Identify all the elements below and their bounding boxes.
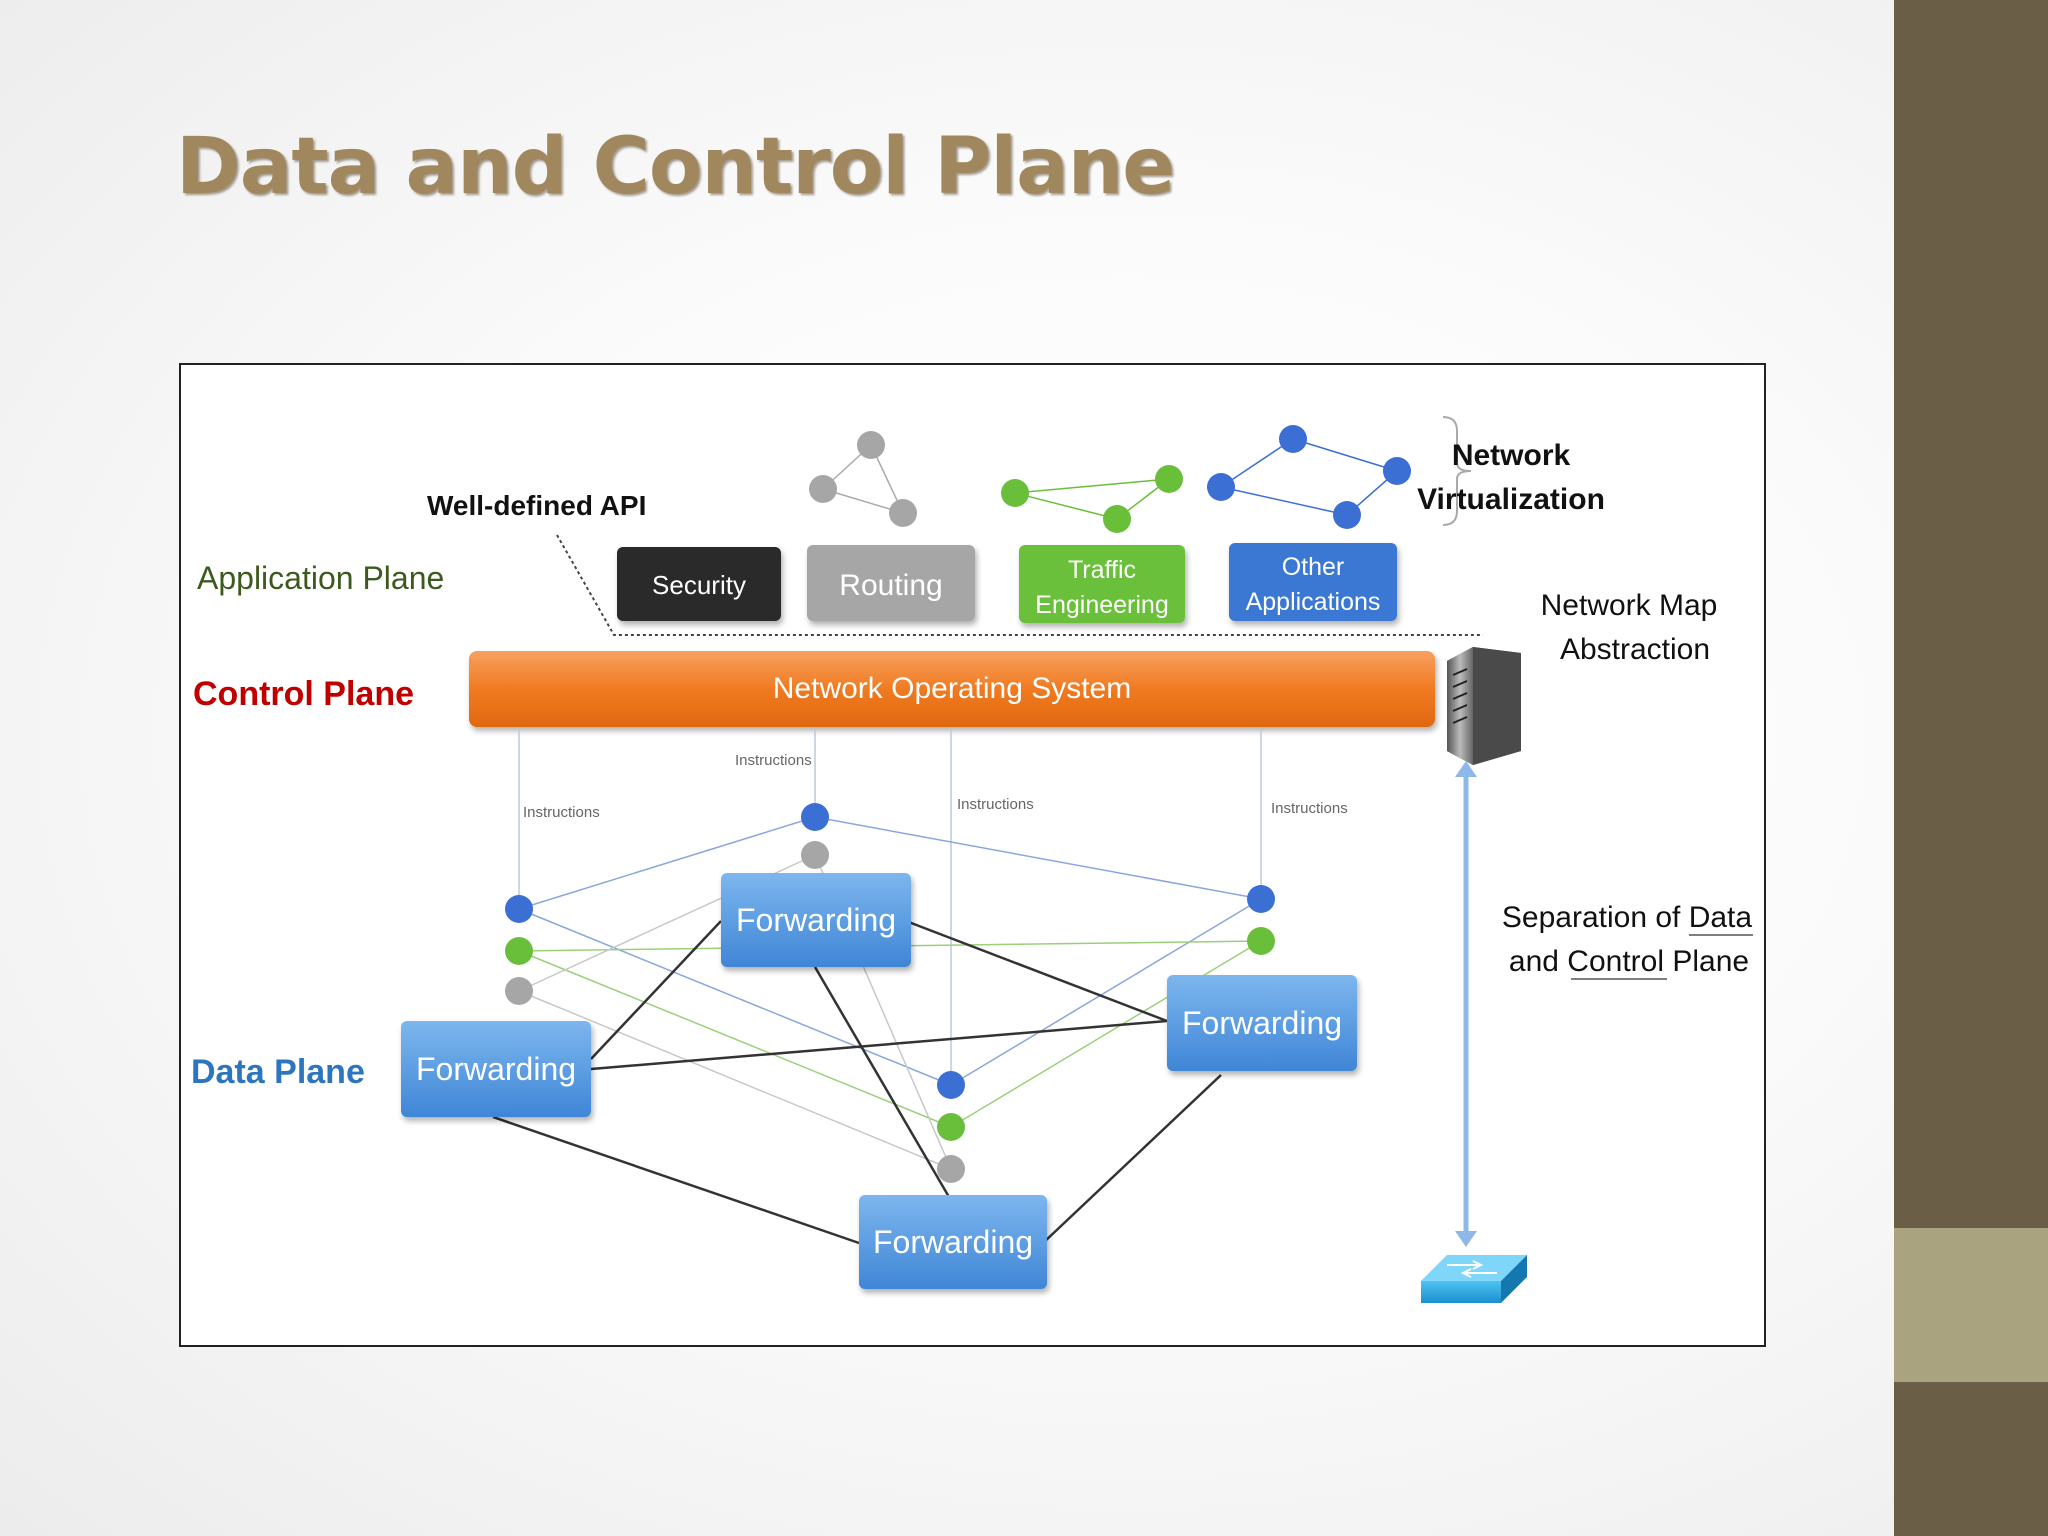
routing-graph-node [857,431,885,459]
instructions-label: Instructions [523,804,600,821]
virtual-node-green [505,937,533,965]
forwarding-label: Forwarding [416,1051,576,1087]
virtual-node-blue [1247,885,1275,913]
routing-graph-node [809,475,837,503]
data-plane-label: Data Plane [191,1053,365,1091]
routing-graph [809,431,917,527]
routing-app-label: Routing [839,569,942,602]
network-map-label-1: Network Map [1541,589,1718,622]
slide-title: Data and Control Plane [176,122,1175,212]
virtual-node-gray [801,841,829,869]
traffic-engineering-app[interactable]: Traffic Engineering [1019,545,1185,623]
instructions-label: Instructions [957,796,1034,813]
other-graph [1207,425,1411,529]
instructions-label: Instructions [1271,800,1348,817]
physical-links [492,919,1222,1245]
separation-arrow [1455,761,1477,1247]
diagram-frame: Well-defined API Application Plane Contr… [179,363,1766,1347]
virtual-overlay-lines [518,816,1262,1170]
separation-label-2: and Control Plane [1509,945,1749,978]
sdn-diagram: Well-defined API Application Plane Contr… [191,416,1753,1303]
routing-app[interactable]: Routing [807,545,975,621]
forwarding-box-left[interactable]: Forwarding [401,1021,591,1117]
traffic-app-label-2: Engineering [1035,591,1168,619]
other-graph-node [1383,457,1411,485]
instructions-label: Instructions [735,752,812,769]
api-dotted-line [556,534,1483,636]
server-icon [1447,647,1521,765]
instruction-lines [518,729,1262,1085]
virtual-node-blue [505,895,533,923]
other-graph-node [1207,473,1235,501]
virtual-node-green [1247,927,1275,955]
network-virtualization-label-1: Network [1452,439,1571,472]
well-defined-api-label: Well-defined API [427,490,646,521]
forwarding-box-right[interactable]: Forwarding [1167,975,1357,1071]
virtual-node-gray [505,977,533,1005]
forwarding-box-bottom[interactable]: Forwarding [859,1195,1047,1289]
switch-icon [1421,1255,1527,1303]
control-plane-label: Control Plane [193,675,414,713]
traffic-app-label-1: Traffic [1068,556,1136,584]
network-operating-system[interactable]: Network Operating System [469,651,1435,727]
forwarding-label: Forwarding [736,902,896,938]
other-graph-node [1333,501,1361,529]
forwarding-label: Forwarding [873,1224,1033,1260]
application-plane-label: Application Plane [197,560,444,596]
network-map-label-2: Abstraction [1560,633,1710,666]
virtual-nodes [505,803,1275,1183]
separation-label-1: Separation of Data [1502,901,1752,934]
traffic-graph [1001,465,1183,533]
traffic-graph-node [1001,479,1029,507]
other-app-label-2: Applications [1246,588,1381,616]
forwarding-label: Forwarding [1182,1005,1342,1041]
virtual-node-green [937,1113,965,1141]
forwarding-box-top[interactable]: Forwarding [721,873,911,967]
other-app-label-1: Other [1282,553,1345,581]
security-app-label: Security [652,570,746,600]
side-bar-accent [1894,1228,2048,1382]
other-applications-app[interactable]: Other Applications [1229,543,1397,621]
virtual-node-blue [937,1071,965,1099]
virtualization-bracket [1442,416,1472,526]
other-graph-node [1279,425,1307,453]
traffic-graph-node [1155,465,1183,493]
traffic-graph-node [1103,505,1131,533]
security-app[interactable]: Security [617,547,781,621]
routing-graph-node [889,499,917,527]
virtual-node-gray [937,1155,965,1183]
virtual-node-blue [801,803,829,831]
network-virtualization-label-2: Virtualization [1417,483,1605,516]
nos-label: Network Operating System [773,672,1131,705]
